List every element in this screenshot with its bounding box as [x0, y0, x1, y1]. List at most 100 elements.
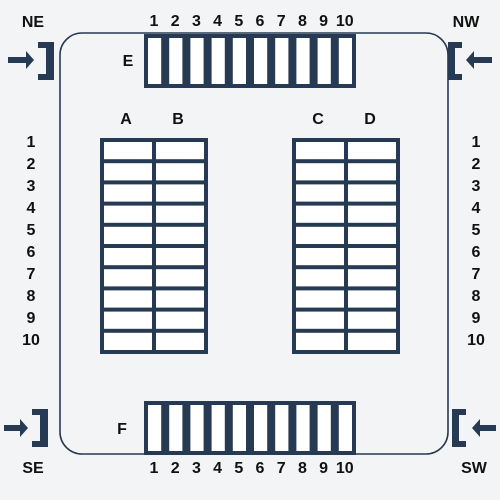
shelf-cell[interactable] — [104, 269, 152, 287]
shelf-cell[interactable] — [348, 226, 396, 244]
shelf-cell[interactable] — [104, 332, 152, 350]
shelf-cell[interactable] — [156, 332, 204, 350]
shelf-cell[interactable] — [296, 226, 344, 244]
rack-slot[interactable] — [254, 38, 268, 84]
door-label-ne: NE — [22, 14, 45, 31]
shelf-cell[interactable] — [104, 226, 152, 244]
shelf-cell[interactable] — [156, 290, 204, 308]
shelf-cell[interactable] — [348, 163, 396, 181]
rack-f — [144, 401, 356, 455]
slot-number: 1 — [150, 460, 159, 477]
shelf-cell[interactable] — [156, 142, 204, 160]
rack-slot[interactable] — [317, 405, 331, 451]
shelf-cell[interactable] — [104, 311, 152, 329]
shelf-cell[interactable] — [348, 269, 396, 287]
rack-slot[interactable] — [275, 38, 289, 84]
rack-slot[interactable] — [169, 405, 183, 451]
shelf-cell[interactable] — [296, 311, 344, 329]
rack-slot[interactable] — [190, 405, 204, 451]
rack-slot[interactable] — [338, 38, 352, 84]
rack-slot[interactable] — [232, 38, 246, 84]
door-bracket-icon — [448, 42, 462, 80]
door-se[interactable] — [4, 409, 48, 447]
shelf-cell[interactable] — [348, 205, 396, 223]
arrow-right-icon — [8, 51, 34, 69]
row-number: 9 — [472, 310, 481, 327]
slot-number: 5 — [234, 460, 243, 477]
row-number: 4 — [27, 200, 36, 217]
shelf-cell[interactable] — [104, 248, 152, 266]
shelf-cell[interactable] — [348, 248, 396, 266]
rack-slot[interactable] — [232, 405, 246, 451]
row-number: 6 — [472, 244, 481, 261]
shelf-cell[interactable] — [156, 248, 204, 266]
rack-slot[interactable] — [317, 38, 331, 84]
slot-number: 10 — [336, 460, 354, 477]
rack-slot[interactable] — [148, 405, 162, 451]
row-number: 7 — [27, 266, 36, 283]
slot-number: 5 — [234, 13, 243, 30]
shelf-cell[interactable] — [296, 142, 344, 160]
door-sw[interactable] — [452, 409, 496, 447]
slot-number: 8 — [298, 13, 307, 30]
shelf-cell[interactable] — [104, 142, 152, 160]
shelf-cell[interactable] — [296, 163, 344, 181]
shelf-cell[interactable] — [296, 269, 344, 287]
shelf-cell[interactable] — [104, 163, 152, 181]
door-bracket-icon — [32, 409, 48, 447]
rack-slot[interactable] — [211, 405, 225, 451]
rack-slot[interactable] — [338, 405, 352, 451]
row-number: 6 — [27, 244, 36, 261]
shelf-cell[interactable] — [348, 290, 396, 308]
column-label: A — [120, 111, 132, 128]
row-number: 2 — [472, 156, 481, 173]
shelf-cell[interactable] — [296, 290, 344, 308]
shelf-cell[interactable] — [156, 184, 204, 202]
row-number: 5 — [472, 222, 481, 239]
shelf-cell[interactable] — [156, 311, 204, 329]
row-number: 10 — [22, 332, 40, 349]
door-ne[interactable] — [8, 42, 54, 80]
shelf-cell[interactable] — [104, 205, 152, 223]
slot-number: 8 — [298, 460, 307, 477]
shelf-cell[interactable] — [104, 184, 152, 202]
slot-number: 4 — [213, 460, 222, 477]
rack-label-f: F — [117, 421, 127, 438]
rack-slot[interactable] — [148, 38, 162, 84]
rack-slot[interactable] — [169, 38, 183, 84]
slot-number: 7 — [277, 13, 286, 30]
row-number: 9 — [27, 310, 36, 327]
shelf-cell[interactable] — [348, 142, 396, 160]
rack-slot[interactable] — [211, 38, 225, 84]
slot-number: 4 — [213, 13, 222, 30]
shelf-block-ab — [100, 138, 208, 354]
shelf-cell[interactable] — [296, 332, 344, 350]
shelf-cell[interactable] — [296, 248, 344, 266]
shelf-cell[interactable] — [348, 311, 396, 329]
slot-number: 9 — [319, 460, 328, 477]
shelf-cell[interactable] — [296, 184, 344, 202]
shelf-cell[interactable] — [348, 332, 396, 350]
door-nw[interactable] — [448, 42, 492, 80]
rack-slot[interactable] — [296, 405, 310, 451]
door-label-nw: NW — [453, 14, 481, 31]
shelf-cell[interactable] — [156, 226, 204, 244]
rack-slot[interactable] — [275, 405, 289, 451]
slot-number: 3 — [192, 460, 201, 477]
slot-number: 6 — [256, 13, 265, 30]
slot-number: 6 — [256, 460, 265, 477]
shelf-cell[interactable] — [104, 290, 152, 308]
shelf-cell[interactable] — [156, 269, 204, 287]
rack-slot[interactable] — [190, 38, 204, 84]
shelf-cell[interactable] — [296, 205, 344, 223]
rack-slot[interactable] — [254, 405, 268, 451]
shelf-cell[interactable] — [156, 163, 204, 181]
slot-number: 3 — [192, 13, 201, 30]
rack-slot[interactable] — [296, 38, 310, 84]
shelf-cell[interactable] — [156, 205, 204, 223]
shelf-cell[interactable] — [348, 184, 396, 202]
